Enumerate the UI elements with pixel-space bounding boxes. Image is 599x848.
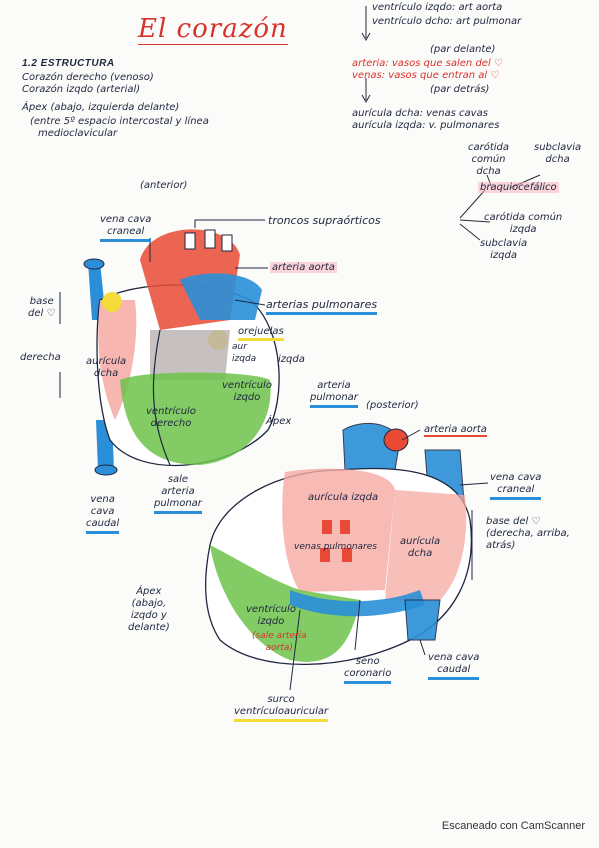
section-line-3: Ápex (abajo, izquierda delante)	[22, 102, 180, 113]
label-arteria-aorta: arteria aorta	[270, 262, 337, 273]
label-arterias-pulmonares: arterias pulmonares	[266, 298, 378, 315]
label-troncos: troncos supraórticos	[268, 214, 381, 227]
label-apex: Ápex	[266, 416, 292, 427]
note-arteria: arteria: vasos que salen del ♡	[352, 58, 503, 69]
label-aur: aur	[232, 342, 247, 352]
arrow-down-icon	[361, 78, 371, 104]
arrow-down-icon	[361, 6, 371, 42]
caption-posterior: (posterior)	[366, 400, 419, 411]
note-venas: venas: vasos que entran al ♡	[352, 70, 500, 81]
section-heading: 1.2 ESTRUCTURA	[22, 58, 115, 69]
note-ventriculo-izqdo: ventrículo izqdo: art aorta	[372, 2, 503, 13]
label-izqda: izqda	[278, 354, 305, 365]
label-aur-izqda: izqda	[232, 354, 257, 364]
section-line-5: medioclavicular	[38, 128, 118, 139]
note-ventriculo-dcho: ventrículo dcho: art pulmonar	[372, 16, 522, 27]
note-auricula-izqda: aurícula izqda: v. pulmonares	[352, 120, 500, 131]
footer-watermark: Escaneado con CamScanner	[441, 820, 585, 832]
label-post-base-del-corazon: base del ♡(derecha, arriba,atrás)	[486, 516, 570, 551]
section-line-1: Corazón derecho (venoso)	[22, 72, 154, 83]
posterior-heart	[204, 422, 472, 666]
note-par-detras: (par detrás)	[430, 84, 490, 95]
caption-anterior: (anterior)	[140, 180, 188, 191]
label-post-arteria-aorta: arteria aorta	[424, 424, 487, 437]
anterior-heart	[83, 229, 280, 476]
label-auricula-izqda: aurícula izqda	[308, 492, 379, 503]
section-line-4: (entre 5º espacio intercostal y línea	[30, 116, 209, 127]
label-orejuelas: orejuelas	[238, 326, 284, 341]
note-auricula-dcha: aurícula dcha: venas cavas	[352, 108, 488, 119]
label-derecha: derecha	[20, 352, 61, 363]
note-par-delante: (par delante)	[430, 44, 496, 55]
label-venas-pulmonares: venas pulmonares	[294, 542, 377, 552]
page-title: El corazón	[138, 14, 288, 45]
section-line-2: Corazón izqdo (arterial)	[22, 84, 141, 95]
label-braquiocefalico: braquiocefálico	[478, 182, 559, 193]
